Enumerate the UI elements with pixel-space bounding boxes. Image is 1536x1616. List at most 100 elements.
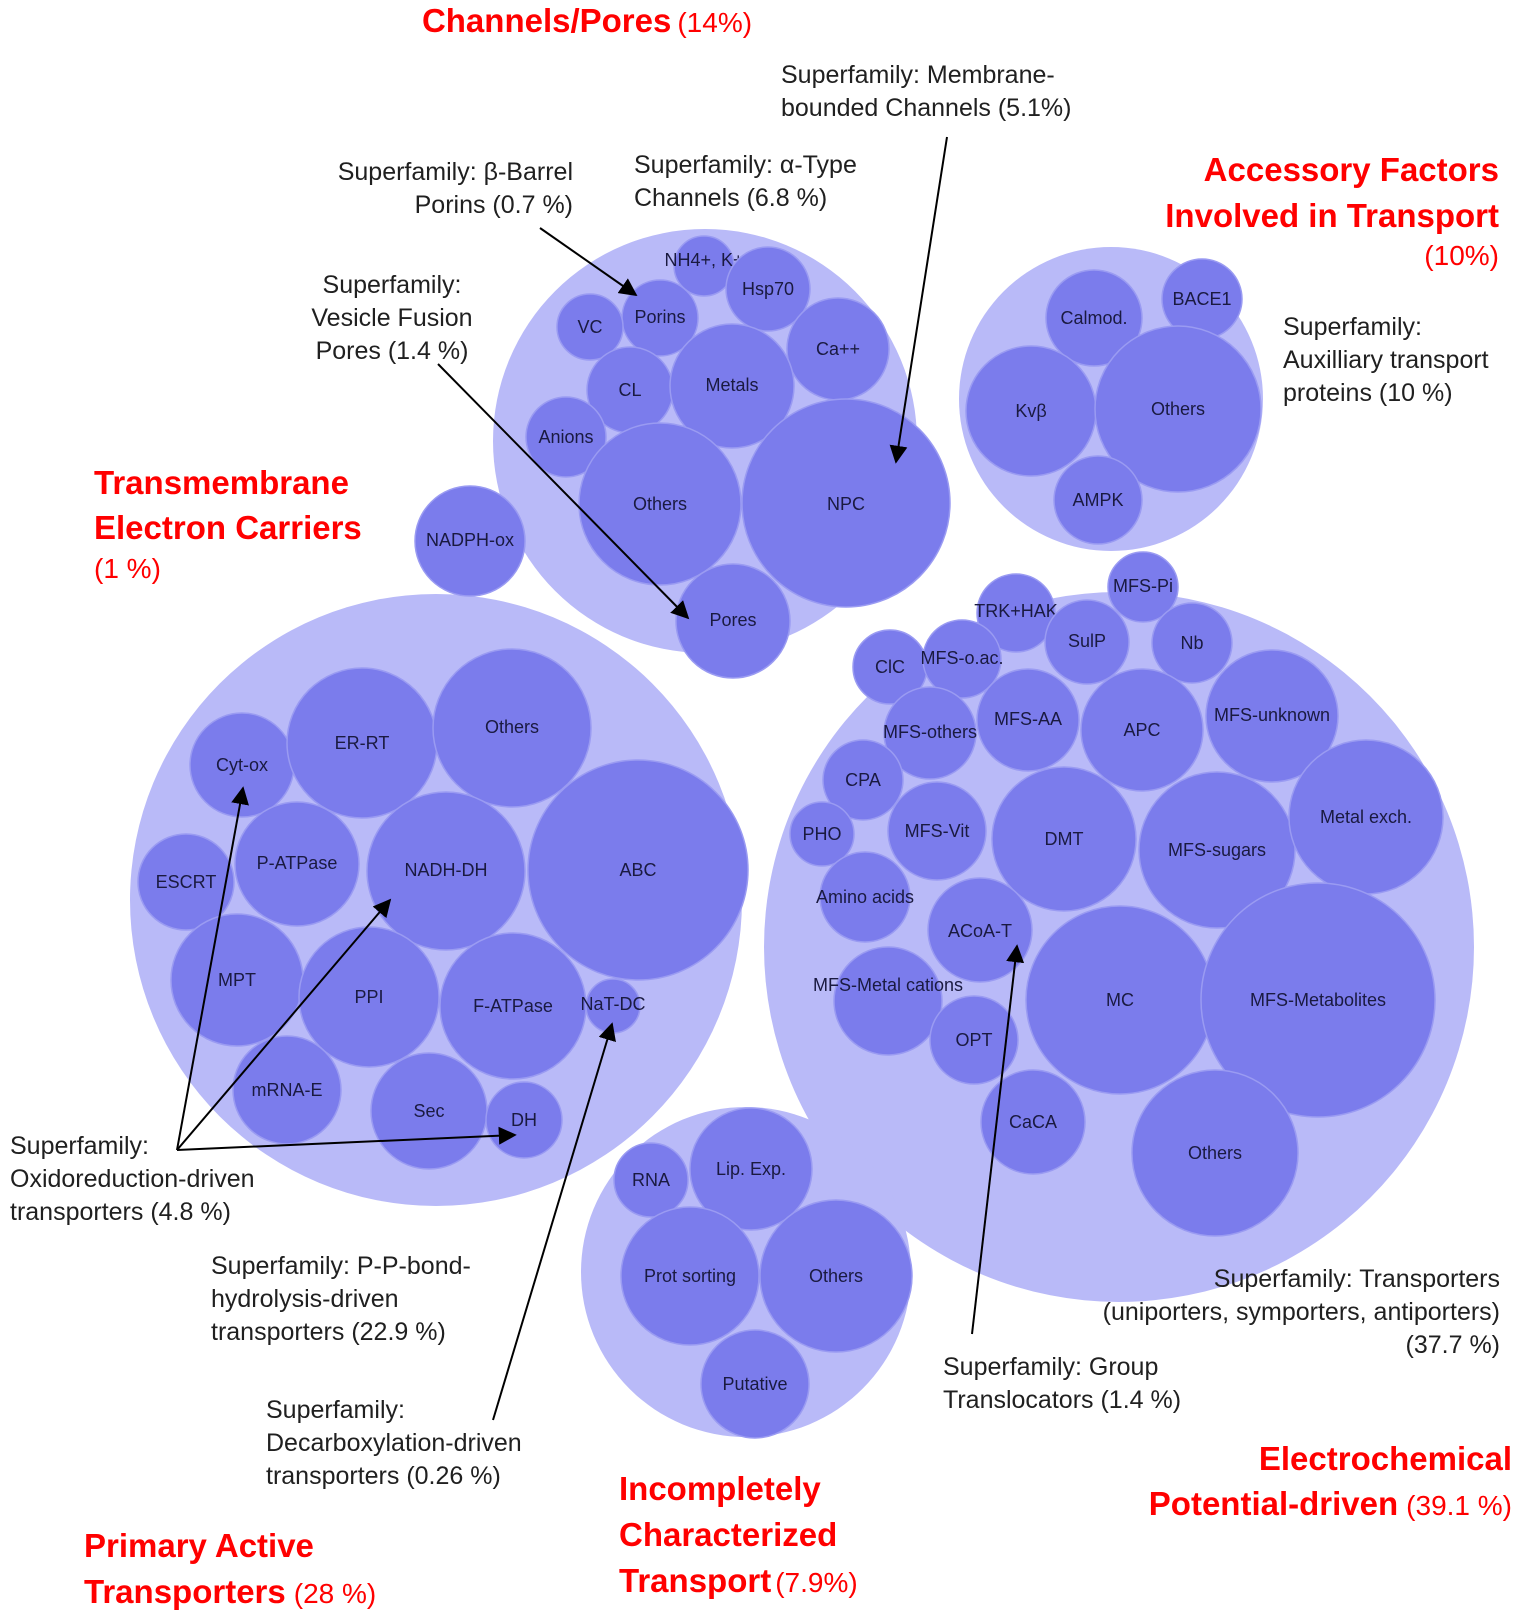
family-label: CaCA: [1009, 1112, 1057, 1132]
family-label: NaT-DC: [580, 994, 645, 1014]
class-title-electron-line1: Transmembrane: [94, 464, 349, 501]
family-mfs-metabolites[interactable]: [1200, 882, 1436, 1118]
family-label: DH: [511, 1110, 537, 1130]
family-p-atpase[interactable]: [234, 801, 360, 927]
family-acoa-t[interactable]: [927, 877, 1033, 983]
families-incomplete: RNA Lip. Exp. Prot sorting Others Putati…: [613, 1107, 913, 1439]
family-caca[interactable]: [980, 1069, 1086, 1175]
family-hsp70[interactable]: [725, 246, 811, 332]
family-label: ACoA-T: [948, 921, 1012, 941]
family-others-incomplete[interactable]: [759, 1199, 913, 1353]
class-title-incomplete-line1: Incompletely: [619, 1470, 821, 1507]
class-title-incomplete-line2: Characterized: [619, 1516, 837, 1553]
families-electrochemical: MFS-Pi TRK+HAK SulP Nb ClC MFS-o.ac. MFS…: [789, 551, 1444, 1237]
class-title-electro-line1: Electrochemical: [1259, 1440, 1512, 1477]
family-nb[interactable]: [1151, 602, 1233, 684]
family-label: ESCRT: [156, 872, 217, 892]
family-nadh-dh[interactable]: [366, 791, 526, 951]
family-label: TRK+HAK: [974, 601, 1058, 621]
family-label: Putative: [722, 1374, 787, 1394]
family-nadph-ox[interactable]: [414, 485, 526, 597]
family-amino-acids[interactable]: [819, 851, 911, 943]
family-mfs-metal-cations[interactable]: [833, 946, 943, 1056]
superfamily-pp-bond-line2: hydrolysis-driven: [211, 1285, 399, 1313]
family-label: CL: [618, 380, 641, 400]
family-ppi[interactable]: [298, 926, 440, 1068]
family-label: ER-RT: [335, 733, 390, 753]
family-label: MFS-AA: [994, 709, 1062, 729]
families-primary: Cyt-ox ER-RT Others ESCRT P-ATPase NADH-…: [137, 648, 749, 1170]
family-escrt[interactable]: [137, 833, 235, 931]
arrow-group-translocators: [971, 944, 1025, 1335]
family-label: Porins: [634, 307, 685, 327]
superfamily-decarboxylation-line3: transporters (0.26 %): [266, 1462, 501, 1490]
family-label: AMPK: [1072, 490, 1123, 510]
family-label: PHO: [802, 824, 841, 844]
family-pho[interactable]: [789, 801, 855, 867]
family-sulp[interactable]: [1044, 599, 1130, 685]
family-mfs-aa[interactable]: [976, 668, 1080, 772]
family-others-accessory[interactable]: [1094, 325, 1262, 493]
family-label: Others: [1188, 1143, 1242, 1163]
arrow-oxidoreduction-dh: [176, 1126, 517, 1151]
family-cpa[interactable]: [822, 739, 904, 821]
family-anions[interactable]: [525, 396, 607, 478]
family-mfs-vit[interactable]: [887, 781, 987, 881]
class-pct-electron: (1 %): [94, 553, 161, 584]
family-mfs-o-ac[interactable]: [922, 619, 1002, 699]
superfamily-beta-barrel-line2: Porins (0.7 %): [415, 191, 573, 219]
family-pores[interactable]: [675, 563, 791, 679]
family-rna[interactable]: [613, 1142, 689, 1218]
class-title-primary-line2: Transporters(28 %): [84, 1573, 376, 1610]
arrow-decarboxylation: [492, 1022, 616, 1421]
superfamily-pp-bond-line1: Superfamily: P-P-bond-: [211, 1252, 471, 1280]
family-label: Others: [1151, 399, 1205, 419]
superfamily-auxiliary-line1: Superfamily:: [1283, 313, 1422, 341]
family-putative[interactable]: [700, 1329, 810, 1439]
superfamily-membrane-bounded-line2: bounded Channels (5.1%): [781, 94, 1071, 122]
annotation-arrows: [176, 136, 1025, 1421]
family-mrna-e[interactable]: [232, 1035, 342, 1145]
family-prot-sorting[interactable]: [620, 1206, 760, 1346]
family-label: PPI: [354, 987, 383, 1007]
family-others-channels[interactable]: [578, 422, 742, 586]
superfamily-group-translocators-line2: Translocators (1.4 %): [943, 1386, 1181, 1414]
family-label: Others: [809, 1266, 863, 1286]
family-mfs-unknown[interactable]: [1205, 649, 1339, 783]
superfamily-oxidoreduction-line3: transporters (4.8 %): [10, 1198, 231, 1226]
family-abc[interactable]: [527, 759, 749, 981]
family-label: ABC: [619, 860, 656, 880]
superfamily-pp-bond-line3: transporters (22.9 %): [211, 1318, 446, 1346]
family-label: MPT: [218, 970, 256, 990]
family-calmod[interactable]: [1045, 269, 1143, 367]
family-vc[interactable]: [556, 293, 624, 361]
arrow-oxidoreduction-nadh-dh: [176, 898, 392, 1151]
family-dmt[interactable]: [991, 766, 1137, 912]
class-title-electro-line2: Potential-driven(39.1 %): [1149, 1485, 1512, 1522]
family-label: MFS-Metabolites: [1250, 990, 1386, 1010]
family-mfs-others[interactable]: [883, 686, 977, 780]
family-mfs-pi[interactable]: [1107, 551, 1179, 623]
family-mfs-sugars[interactable]: [1138, 771, 1296, 929]
family-label: NADH-DH: [405, 860, 488, 880]
family-label: MFS-Pi: [1113, 576, 1173, 596]
family-label: ClC: [875, 657, 905, 677]
superfamily-alpha-type-line2: Channels (6.8 %): [634, 184, 827, 212]
family-label: Ca++: [816, 339, 860, 359]
superfamily-oxidoreduction-line2: Oxidoreduction-driven: [10, 1165, 255, 1193]
superfamily-decarboxylation-line1: Superfamily:: [266, 1396, 405, 1424]
superfamily-beta-barrel-line1: Superfamily: β-Barrel: [338, 158, 573, 186]
arrow-membrane-bounded: [889, 136, 948, 464]
family-opt[interactable]: [929, 995, 1019, 1085]
family-trk-hak[interactable]: [976, 573, 1056, 653]
family-lip-exp[interactable]: [689, 1107, 813, 1231]
family-others-electro[interactable]: [1131, 1069, 1299, 1237]
family-metals[interactable]: [669, 323, 795, 449]
family-label: Others: [485, 717, 539, 737]
family-others-primary[interactable]: [432, 648, 592, 808]
class-title-electron-line2: Electron Carriers: [94, 509, 362, 546]
family-label: NPC: [827, 494, 865, 514]
family-apc[interactable]: [1080, 668, 1204, 792]
family-ampk[interactable]: [1053, 455, 1143, 545]
